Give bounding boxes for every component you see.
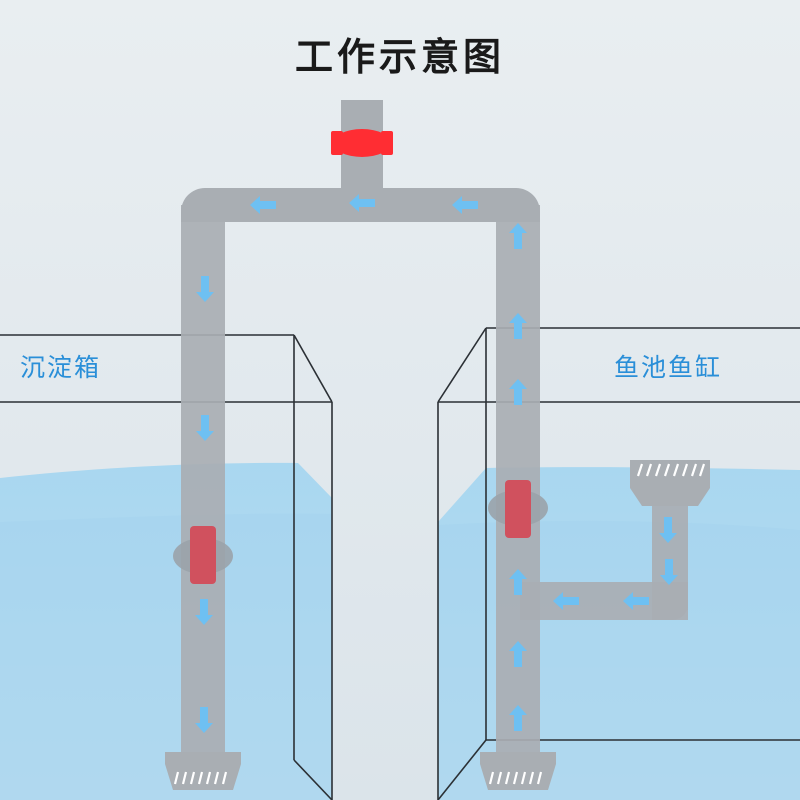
settling-tank-water-front <box>0 513 332 800</box>
ball-valve-icon <box>488 480 548 538</box>
fish-tank-label: 鱼池鱼缸 <box>614 353 723 382</box>
settling-tank-water <box>0 462 332 800</box>
strainer-icon <box>165 752 241 790</box>
page-title: 工作示意图 <box>294 35 505 79</box>
pipe-network <box>181 100 688 760</box>
inlet-pipe-corner <box>652 590 688 620</box>
settling-tank <box>0 334 333 800</box>
ball-valve-icon <box>173 526 233 584</box>
strainer-icon <box>630 460 710 506</box>
strainer-icon <box>480 752 556 790</box>
settling-tank-label: 沉淀箱 <box>20 353 102 382</box>
ball-valve-icon <box>331 129 393 157</box>
